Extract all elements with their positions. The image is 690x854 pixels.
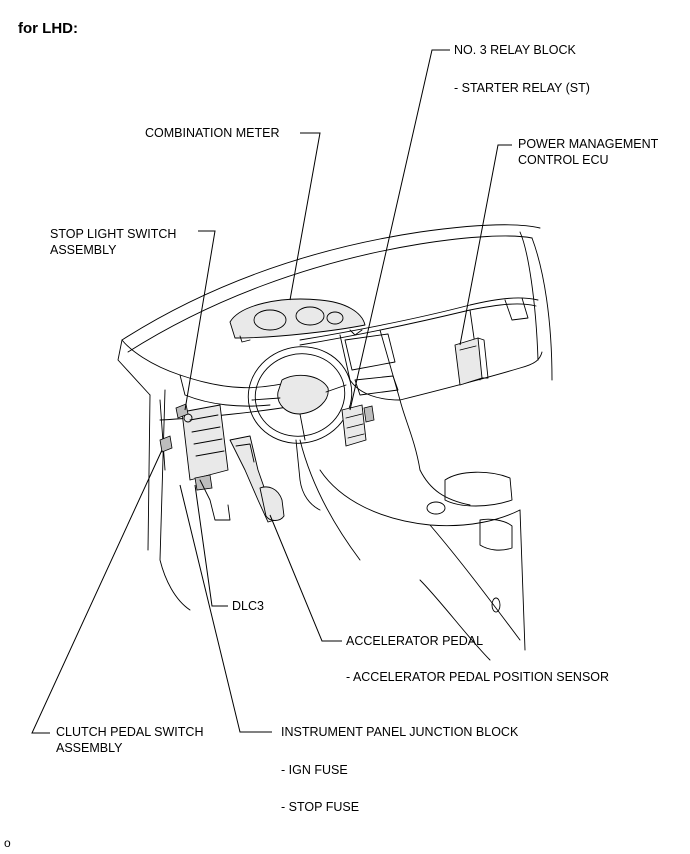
label-stop-light-line1: STOP LIGHT SWITCH xyxy=(50,227,177,241)
label-accel-position-sensor: - ACCELERATOR PEDAL POSITION SENSOR xyxy=(346,670,610,684)
corner-mark: o xyxy=(4,836,11,850)
ecu-shape xyxy=(454,337,489,386)
leader-dlc3 xyxy=(194,484,228,607)
combination-meter-shape xyxy=(229,298,366,343)
label-accelerator-pedal: ACCELERATOR PEDAL xyxy=(346,634,484,648)
steering-wheel xyxy=(247,346,353,511)
label-clutch-line2: ASSEMBLY xyxy=(56,741,123,755)
label-power-mgmt-line2: CONTROL ECU xyxy=(518,153,609,167)
junction-block-shape xyxy=(159,403,229,491)
label-power-mgmt-line1: POWER MANAGEMENT xyxy=(518,137,659,151)
leader-clutch xyxy=(31,449,163,734)
label-ign-fuse: - IGN FUSE xyxy=(281,763,348,777)
page-title: for LHD: xyxy=(18,20,78,37)
label-stop-light-line2: ASSEMBLY xyxy=(50,243,117,257)
label-relay-block: NO. 3 RELAY BLOCK xyxy=(454,43,576,57)
leader-ecu xyxy=(459,144,512,346)
leader-relay-block xyxy=(349,49,450,411)
label-ipjb: INSTRUMENT PANEL JUNCTION BLOCK xyxy=(281,725,519,739)
label-combination-meter: COMBINATION METER xyxy=(145,126,280,140)
leader-combination-meter xyxy=(289,132,321,301)
leader-ipjb xyxy=(179,484,272,733)
label-clutch-line1: CLUTCH PEDAL SWITCH xyxy=(56,725,204,739)
relay-block-shape xyxy=(341,404,375,447)
pedal-assemblies xyxy=(199,435,285,523)
label-stop-fuse: - STOP FUSE xyxy=(281,800,360,814)
label-dlc3: DLC3 xyxy=(232,599,264,613)
windshield-outline xyxy=(121,224,553,381)
dashboard-body xyxy=(117,297,543,661)
leader-accelerator xyxy=(269,514,342,642)
label-starter-relay: - STARTER RELAY (ST) xyxy=(454,81,590,95)
leader-lines xyxy=(31,49,512,734)
leader-stop-light xyxy=(184,230,216,411)
